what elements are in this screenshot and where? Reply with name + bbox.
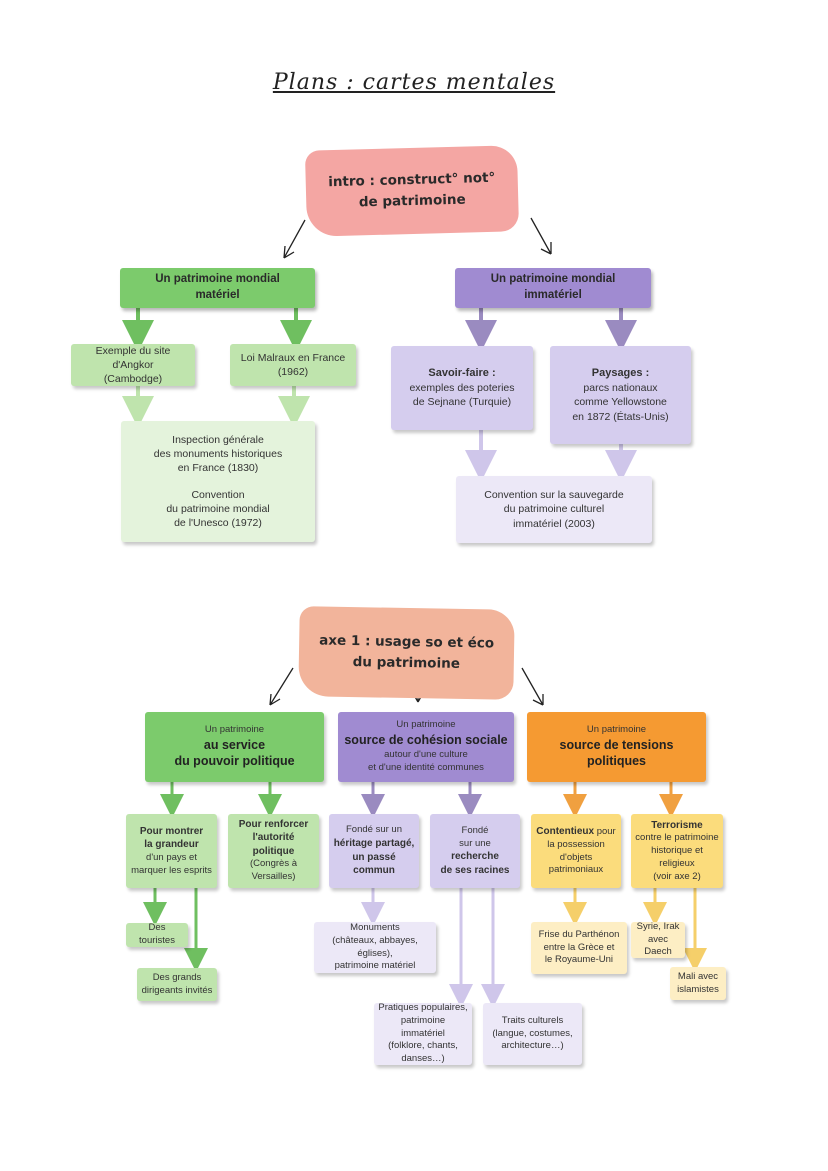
map2-monuments-node: Monuments (châteaux, abbayes, églises), … xyxy=(314,922,436,973)
map1-inspection-convention-node: Inspection générale des monuments histor… xyxy=(121,421,315,542)
map1-savoir-text: exemples des poteries de Sejnane (Turqui… xyxy=(409,382,515,409)
map2-frise-node: Frise du Parthénon entre la Grèce et le … xyxy=(531,922,627,974)
map2-cohesion-head: Un patrimoine source de cohésion sociale… xyxy=(338,712,514,782)
map1-convention-text: Convention du patrimoine mondial de l'Un… xyxy=(166,488,270,529)
map2-touristes-node: Des touristes xyxy=(126,922,188,947)
map2-cohesion-post: autour d'une culture et d'une identité c… xyxy=(368,749,484,773)
map1-convention-immaterial-node: Convention sur la sauvegarde du patrimoi… xyxy=(456,476,652,543)
map1-savoir-faire-node: Savoir-faire : exemples des poteries de … xyxy=(391,346,533,430)
map1-paysages-node: Paysages : parcs nationaux comme Yellows… xyxy=(550,346,691,444)
map1-root-node: intro : construct° not° de patrimoine xyxy=(304,145,520,237)
map2-grandeur-bold: Pour montrer la grandeur xyxy=(139,825,204,851)
map1-angkor-node: Exemple du site d'Angkor (Cambodge) xyxy=(71,344,195,386)
map1-paysages-title: Paysages : xyxy=(591,367,650,380)
map2-grandeur-text: d'un pays et marquer les esprits xyxy=(131,851,212,876)
map1-material-head: Un patrimoine mondial matériel xyxy=(120,268,315,308)
map2-tensions-head: Un patrimoine source de tensions politiq… xyxy=(527,712,706,782)
page-title: Plans : cartes mentales xyxy=(272,70,556,95)
map2-terrorisme-bold: Terrorisme xyxy=(651,819,703,831)
map2-terrorisme-node: Terrorisme contre le patrimoine historiq… xyxy=(631,814,723,888)
map2-syrie-node: Syrie, Irak avec Daech xyxy=(631,921,685,958)
map2-autorite-text: (Congrès à Versailles) xyxy=(250,858,297,883)
map2-autorite-node: Pour renforcer l'autorité politique (Con… xyxy=(228,814,319,888)
map2-racines-bold1: recherche xyxy=(451,851,499,863)
map2-contentieux-text2: la possession d'objets patrimoniaux xyxy=(547,838,605,876)
map1-inspection-text: Inspection générale des monuments histor… xyxy=(153,433,283,475)
map2-tensions-pre: Un patrimoine xyxy=(586,723,647,735)
map1-savoir-title: Savoir-faire : xyxy=(428,367,496,380)
map2-grandeur-node: Pour montrer la grandeur d'un pays et ma… xyxy=(126,814,217,888)
map2-pouvoir-head: Un patrimoine au service du pouvoir poli… xyxy=(145,712,324,782)
map2-racines-bold2: de ses racines xyxy=(440,864,510,876)
map2-mali-node: Mali avec islamistes xyxy=(670,967,726,1000)
map2-autorite-bold: Pour renforcer l'autorité politique xyxy=(238,818,309,857)
map2-dirigeants-node: Des grands dirigeants invités xyxy=(137,968,217,1001)
map2-heritage-bold: héritage partagé, un passé commun xyxy=(333,838,415,877)
map2-pratiques-node: Pratiques populaires, patrimoine immatér… xyxy=(374,1002,472,1065)
map1-immaterial-head: Un patrimoine mondial immatériel xyxy=(455,268,651,308)
map2-heritage-node: Fondé sur un héritage partagé, un passé … xyxy=(329,814,419,888)
map2-racines-node: Fondé sur une recherche de ses racines xyxy=(430,814,520,888)
map1-paysages-text: parcs nationaux comme Yellowstone en 187… xyxy=(572,382,669,423)
map2-racines-pre: Fondé sur une xyxy=(459,824,491,849)
map2-root-node: axe 1 : usage so et éco du patrimoine xyxy=(298,606,515,700)
map2-cohesion-main: source de cohésion sociale xyxy=(344,733,508,748)
map2-contentieux-bold: Contentieux xyxy=(536,825,595,837)
map2-heritage-pre: Fondé sur un xyxy=(346,824,402,836)
map2-contentieux-node: Contentieux pour la possession d'objets … xyxy=(531,814,621,888)
map1-malraux-node: Loi Malraux en France (1962) xyxy=(230,344,356,386)
map2-contentieux-text1: pour xyxy=(596,825,616,837)
map2-terrorisme-text: contre le patrimoine historique et relig… xyxy=(635,832,719,882)
map2-cohesion-pre: Un patrimoine xyxy=(396,719,456,731)
map2-tensions-main: source de tensions politiques xyxy=(559,737,674,769)
map2-pouvoir-main: au service du pouvoir politique xyxy=(174,737,295,769)
map2-pouvoir-pre: Un patrimoine xyxy=(204,723,265,735)
map2-traits-node: Traits culturels (langue, costumes, arch… xyxy=(483,1003,582,1065)
